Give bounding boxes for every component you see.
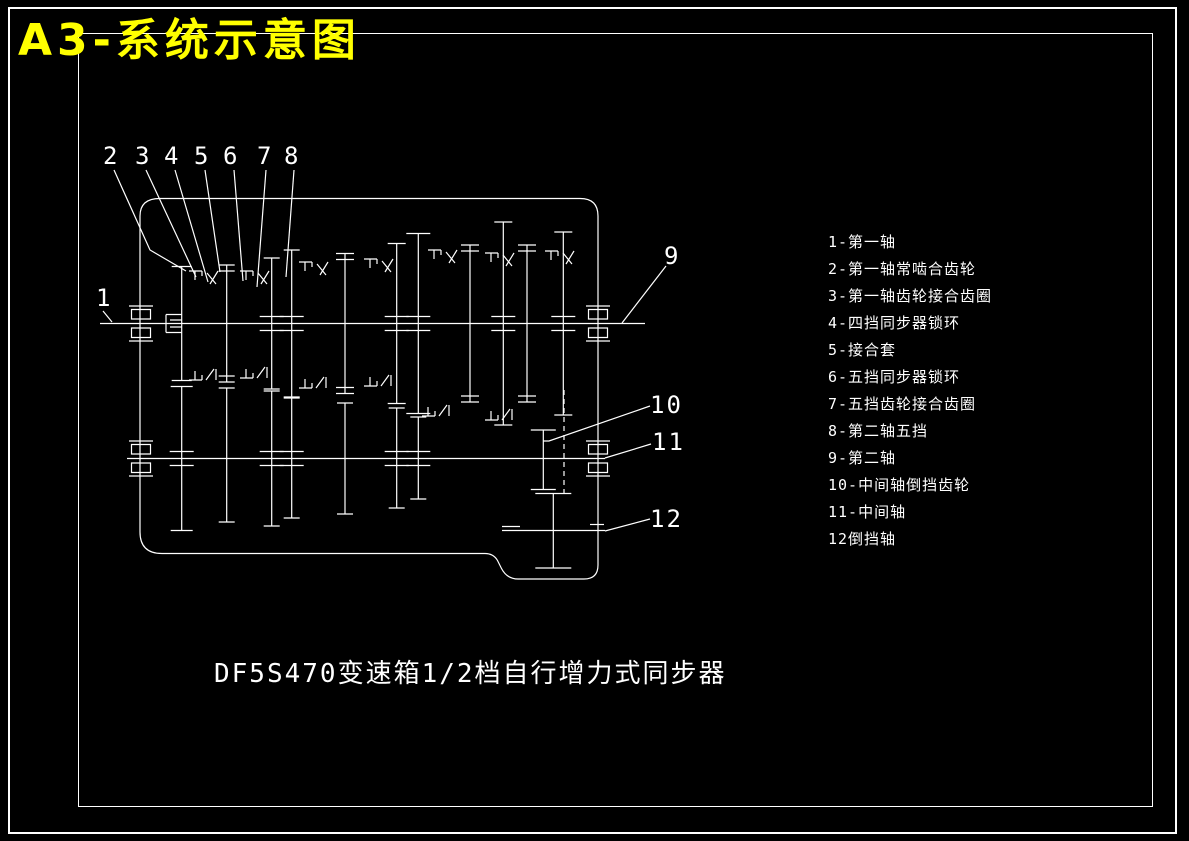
- callout-10: 10: [650, 391, 683, 419]
- synchronizer-fork-symbol: [189, 270, 219, 285]
- leader-line: [113, 169, 187, 272]
- callout-3: 3: [135, 142, 152, 170]
- leader-line: [604, 518, 651, 532]
- synchronizer-fork-symbol: [422, 404, 450, 417]
- callout-7: 7: [257, 142, 274, 170]
- leader-line: [204, 169, 221, 273]
- legend-item: 2-第一轴常啮合齿轮: [828, 260, 977, 278]
- gear-symbol: [279, 397, 304, 519]
- synchronizer-fork-symbol: [364, 374, 392, 387]
- gear-symbol: [491, 221, 516, 426]
- gear-symbol: [406, 416, 431, 500]
- legend-item: 5-接合套: [828, 341, 897, 359]
- leader-line: [285, 169, 295, 278]
- input-spline-symbol: [165, 313, 182, 334]
- gear-symbol: [218, 387, 235, 523]
- synchronizer-fork-symbol: [299, 261, 329, 276]
- gear-symbol: [384, 407, 409, 509]
- legend-item: 6-五挡同步器锁环: [828, 368, 961, 386]
- legend-item: 9-第二轴: [828, 449, 897, 467]
- legend-item: 7-五挡齿轮接合齿圈: [828, 395, 977, 413]
- synchronizer-fork-symbol: [545, 250, 575, 265]
- leader-line: [543, 405, 651, 442]
- leader-line: [621, 265, 667, 324]
- callout-12: 12: [650, 505, 683, 533]
- gear-symbol: [336, 252, 354, 395]
- synchronizer-fork-symbol: [299, 376, 327, 389]
- page-title: A3-系统示意图: [18, 15, 361, 66]
- callout-9: 9: [664, 242, 681, 270]
- legend-item: 3-第一轴齿轮接合齿圈: [828, 287, 993, 305]
- bearing-symbol: [586, 440, 610, 477]
- gear-symbol: [518, 244, 536, 403]
- synchronizer-fork-symbol: [485, 408, 513, 421]
- legend-item: 12倒挡轴: [828, 530, 897, 548]
- gear-symbol: [218, 264, 235, 383]
- gear-symbol: [279, 249, 304, 398]
- callout-6: 6: [223, 142, 240, 170]
- gear-symbol: [171, 265, 192, 382]
- gear-symbol: [530, 429, 556, 491]
- legend-item: 11-中间轴: [828, 503, 907, 521]
- callout-4: 4: [164, 142, 181, 170]
- callout-2: 2: [103, 142, 120, 170]
- callout-5: 5: [194, 142, 211, 170]
- parts-legend: 1-第一轴 2-第一轴常啮合齿轮 3-第一轴齿轮接合齿圈 4-四挡同步器锁环 5…: [828, 229, 992, 553]
- legend-item: 10-中间轴倒挡齿轮: [828, 476, 971, 494]
- gear-symbol: [337, 402, 353, 515]
- bearing-symbol: [129, 440, 153, 477]
- inner-border-frame: [78, 33, 1153, 807]
- legend-item: 4-四挡同步器锁环: [828, 314, 961, 332]
- gear-symbol: [169, 385, 194, 532]
- callout-1: 1: [96, 284, 113, 312]
- bearing-symbol: [586, 305, 610, 342]
- leader-line: [145, 169, 197, 278]
- callout-8: 8: [284, 142, 301, 170]
- synchronizer-fork-symbol: [485, 252, 515, 267]
- gear-symbol: [461, 244, 479, 403]
- gear-symbol: [406, 232, 431, 415]
- legend-item: 8-第二轴五挡: [828, 422, 929, 440]
- gear-symbol: [551, 231, 576, 416]
- leader-line: [174, 169, 209, 283]
- synchronizer-fork-symbol: [240, 366, 268, 379]
- synchronizer-fork-symbol: [240, 270, 270, 285]
- leader-line: [256, 169, 267, 288]
- gear-symbol: [535, 492, 572, 569]
- gear-symbol: [259, 390, 284, 527]
- synchronizer-fork-symbol: [189, 368, 217, 381]
- drawing-caption: DF5S470变速箱1/2档自行增力式同步器: [214, 659, 727, 689]
- leader-line: [233, 169, 244, 282]
- legend-item: 1-第一轴: [828, 233, 897, 251]
- callout-11: 11: [652, 428, 685, 456]
- bearing-symbol: [129, 305, 153, 342]
- synchronizer-fork-symbol: [428, 249, 458, 264]
- synchronizer-fork-symbol: [364, 258, 394, 273]
- outer-border-frame: [8, 7, 1177, 834]
- leader-line: [604, 443, 652, 459]
- leader-line: [102, 310, 113, 323]
- gear-symbol: [259, 257, 284, 390]
- gear-symbol: [384, 242, 409, 405]
- gearbox-housing-outline: [139, 197, 599, 580]
